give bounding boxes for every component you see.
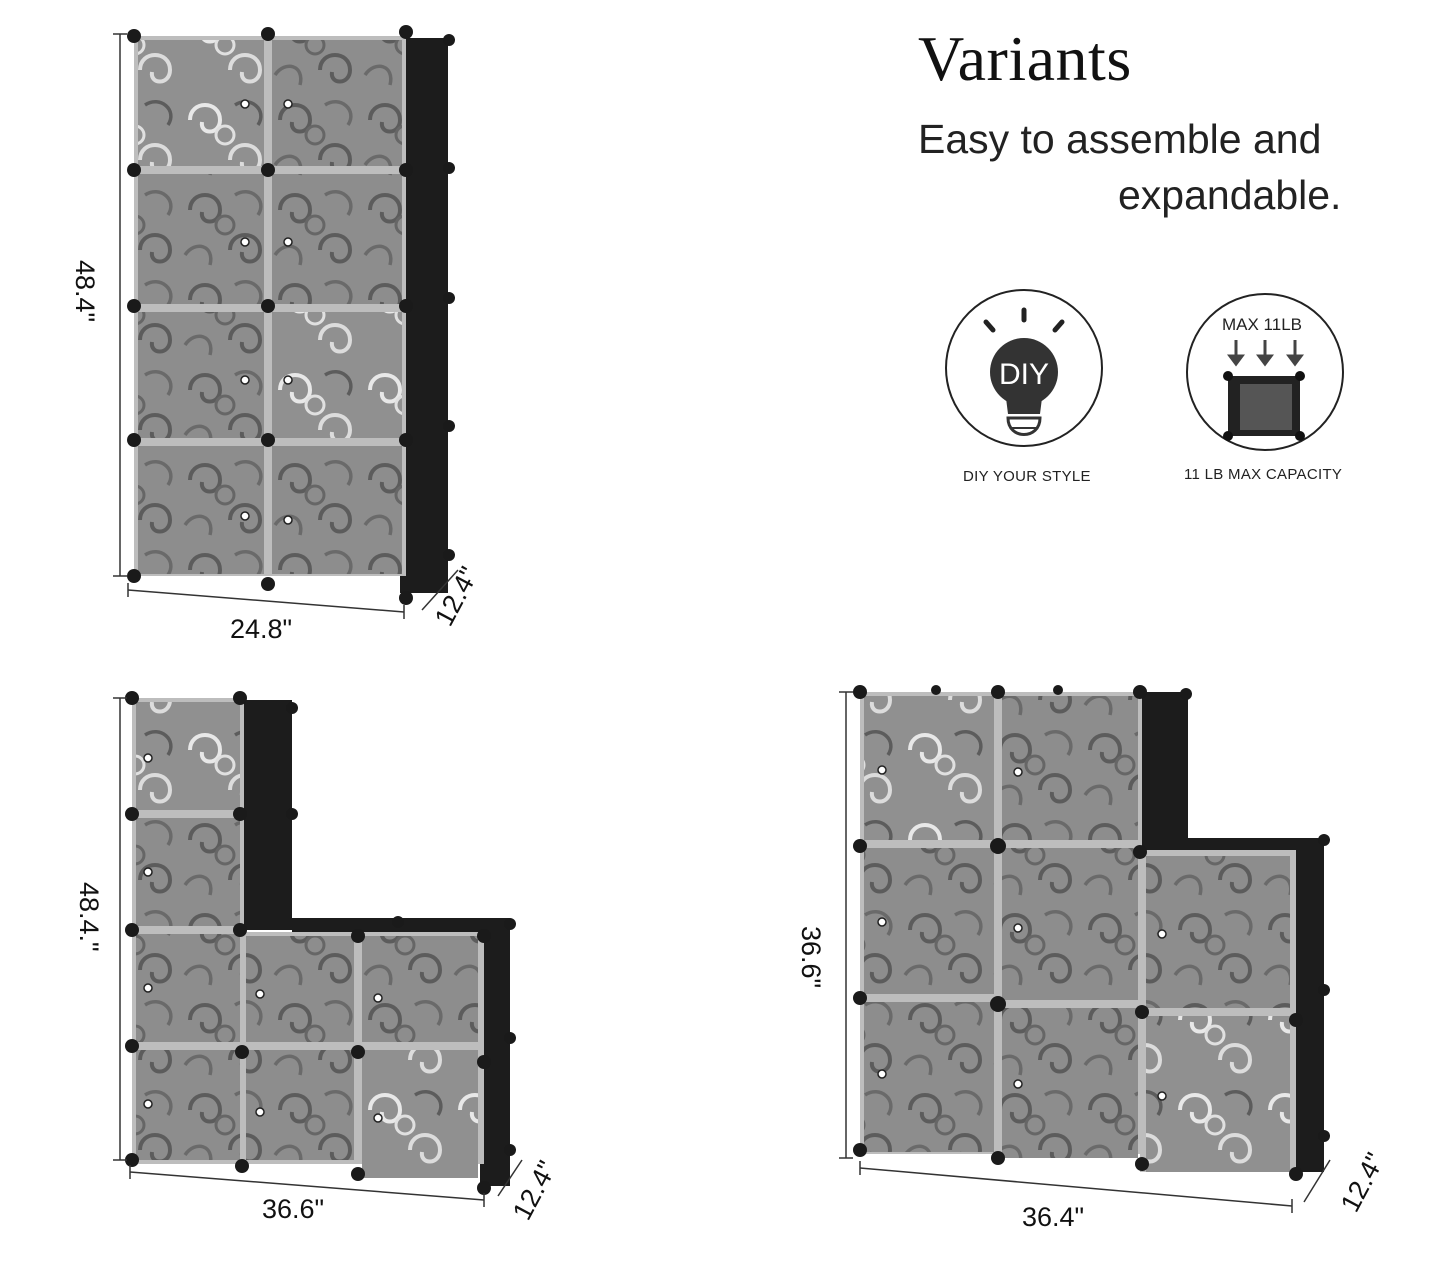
variant-tower: 48.4" 24.8" 12.4"	[70, 25, 484, 644]
page-heading: Variants	[918, 23, 1132, 94]
subheading-line-2: expandable.	[1118, 172, 1342, 218]
tower-width-label: 24.8"	[230, 614, 292, 644]
diy-badge-caption: DIY YOUR STYLE	[963, 468, 1091, 485]
step-connectors	[853, 685, 1330, 1181]
capacity-badge-caption: 11 LB MAX CAPACITY	[1184, 466, 1343, 483]
max-weight-cube-icon: MAX 11LB	[1186, 293, 1344, 451]
tower-height-label: 48.4"	[70, 260, 100, 322]
max-weight-icon-text: MAX 11LB	[1222, 315, 1302, 334]
step-depth-label: 12.4"	[1335, 1148, 1391, 1217]
l-shape-depth-label: 12.4"	[507, 1156, 563, 1225]
subheading-line-1: Easy to assemble and	[918, 116, 1322, 162]
step-knobs	[877, 765, 1167, 1101]
step-height-label: 36.6"	[796, 926, 826, 988]
step-side-panel	[1292, 846, 1324, 1172]
step-back-panel	[1138, 692, 1188, 852]
variant-l-shape: 48.4." 36.6" 12.4"	[74, 691, 562, 1225]
tower-side-panel	[400, 38, 448, 593]
diy-icon-text: DIY	[999, 358, 1049, 391]
diy-bulb-icon: DIY	[945, 289, 1103, 447]
l-shape-connectors	[125, 691, 516, 1195]
variant-step: 36.6" 36.4" 12.4"	[796, 685, 1390, 1232]
l-shape-back-panel	[238, 700, 292, 930]
tower-connectors	[127, 25, 455, 605]
step-width-label: 36.4"	[1022, 1202, 1084, 1232]
tower-knobs	[240, 99, 293, 525]
l-shape-width-label: 36.6"	[262, 1194, 324, 1224]
l-shape-height-label: 48.4."	[74, 882, 104, 952]
l-shape-knobs	[143, 753, 383, 1123]
